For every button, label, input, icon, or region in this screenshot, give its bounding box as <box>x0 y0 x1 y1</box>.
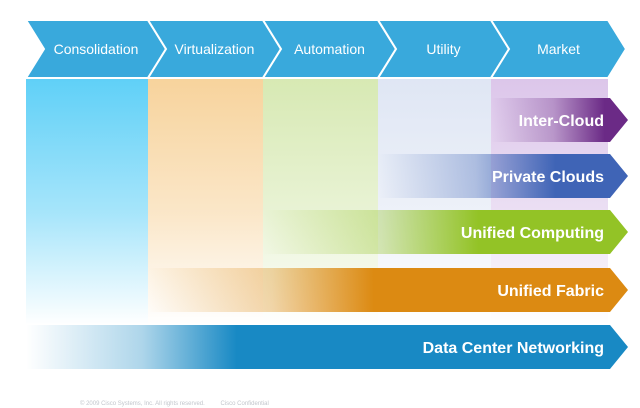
band-arrow-shape <box>26 325 628 369</box>
stage-label: Automation <box>294 41 365 57</box>
stage-label: Virtualization <box>175 41 255 57</box>
stage-label: Utility <box>426 41 460 57</box>
band-inter-cloud: Inter-Cloud <box>491 98 628 142</box>
band-label: Private Clouds <box>492 169 604 186</box>
band-arrow-shape <box>263 210 628 254</box>
stage-arrow-utility: Utility <box>376 19 511 79</box>
band-label: Unified Fabric <box>497 283 604 300</box>
stage-arrow-consolidation: Consolidation <box>24 19 168 79</box>
stage-arrow-shape <box>489 19 628 79</box>
footer-copyright: © 2009 Cisco Systems, Inc. All rights re… <box>80 401 205 407</box>
band-arrow-shape <box>491 98 628 142</box>
stage-arrow-market: Market <box>489 19 628 79</box>
footer-confidential: Cisco Confidential <box>220 401 269 407</box>
band-arrow-shape <box>148 268 628 312</box>
stage-arrow-automation: Automation <box>261 19 398 79</box>
stage-column-consolidation <box>26 78 148 325</box>
stage-label: Consolidation <box>54 41 139 57</box>
stage-arrow-virtualization: Virtualization <box>146 19 283 79</box>
band-label: Data Center Networking <box>423 340 604 357</box>
stage-arrow-header: Consolidation Virtualization Automation Uti… <box>24 19 628 79</box>
band-data-center-networking: Data Center Networking <box>26 325 628 369</box>
stage-label: Market <box>537 41 580 57</box>
band-label: Unified Computing <box>461 225 604 242</box>
band-unified-computing: Unified Computing <box>263 210 628 254</box>
band-label: Inter-Cloud <box>519 113 604 130</box>
band-unified-fabric: Unified Fabric <box>148 268 628 312</box>
footer: © 2009 Cisco Systems, Inc. All rights re… <box>80 401 283 407</box>
band-private-clouds: Private Clouds <box>378 154 628 198</box>
band-arrow-shape <box>378 154 628 198</box>
